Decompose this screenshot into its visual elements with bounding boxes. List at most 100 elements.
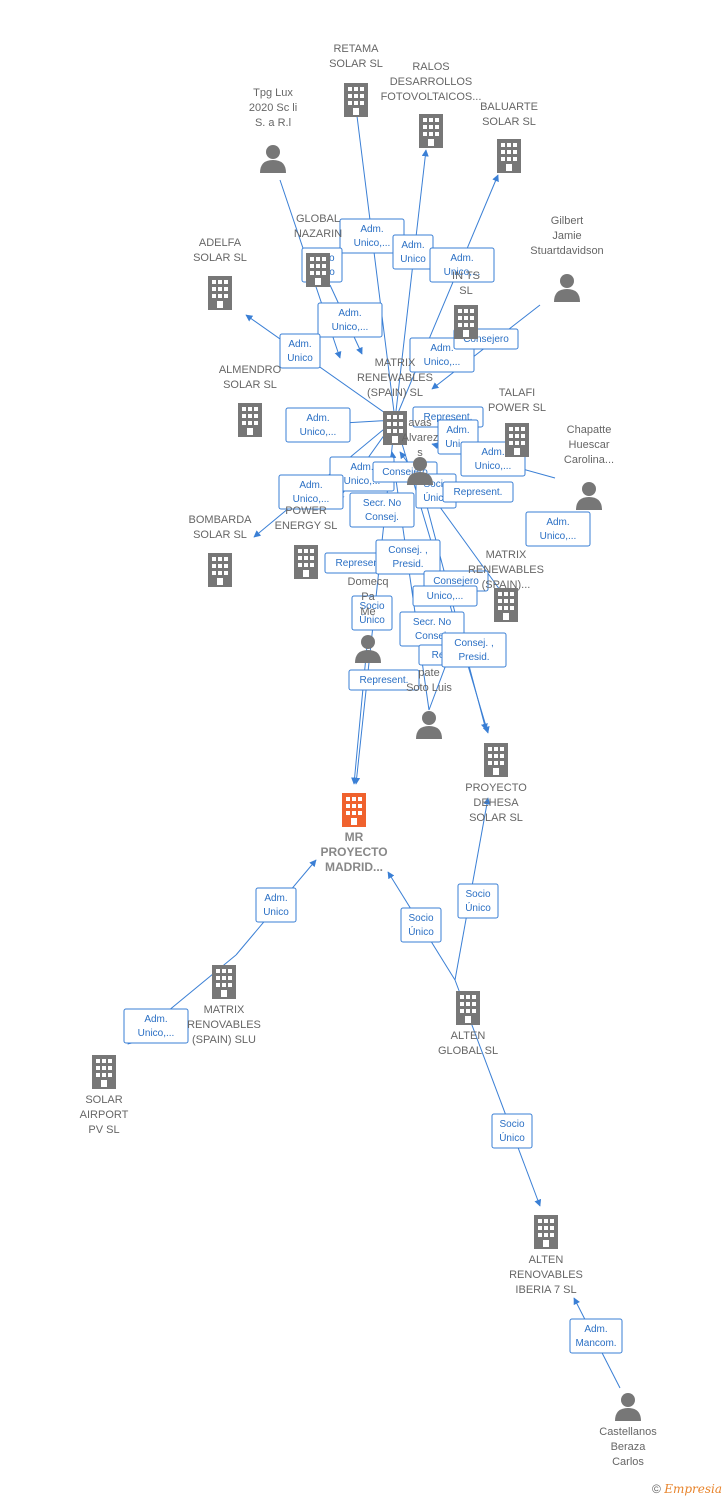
edge-label-text: Re: [432, 650, 445, 661]
node-label: POWER SL: [488, 402, 546, 414]
building-icon: [494, 588, 518, 622]
node-matrix-spain2[interactable]: MATRIXRENEWABLES(SPAIN)...: [468, 549, 544, 622]
edge-label[interactable]: Adm.Unico: [279, 333, 321, 369]
node-chapatte[interactable]: ChapatteHuescarCarolina...: [564, 424, 614, 510]
edge-label[interactable]: Adm.Unico,...: [285, 407, 351, 443]
node-mr-madrid[interactable]: MRPROYECTOMADRID...: [320, 793, 388, 874]
edge-label-text: Adm.: [430, 343, 453, 354]
edge-label-box: [255, 887, 297, 923]
edge-label-text: Unico,...: [354, 238, 391, 249]
building-icon: [484, 743, 508, 777]
node-label: MATRIX: [375, 357, 416, 369]
edge-label[interactable]: Adm.Unico: [255, 887, 297, 923]
person-icon: [416, 711, 442, 739]
building-icon: [454, 305, 478, 339]
edge-label[interactable]: Adm.Unico: [392, 234, 434, 270]
edge-label-text: Único: [465, 901, 491, 914]
node-ralos[interactable]: RALOSDESARROLLOSFOTOVOLTAICOS...: [381, 61, 482, 148]
building-icon: [342, 793, 366, 827]
edge-label[interactable]: Adm.Unico,...: [525, 511, 591, 547]
node-label: pate: [418, 667, 439, 679]
edge-label[interactable]: Adm.Unico,...: [278, 474, 344, 510]
edge-label-text: Adm.: [450, 253, 473, 264]
building-icon: [212, 965, 236, 999]
edge-label[interactable]: Adm.Unico,...: [429, 247, 495, 283]
edge-label-text: Consej. ,: [454, 638, 493, 649]
node-label: SOLAR SL: [223, 379, 277, 391]
node-label: ENERGY SL: [275, 520, 338, 532]
building-icon: [344, 83, 368, 117]
node-label: Castellanos: [599, 1426, 657, 1438]
building-icon: [208, 553, 232, 587]
node-label: Carolina...: [564, 454, 614, 466]
edge-label[interactable]: Consej. ,Presid.: [441, 632, 507, 668]
edge-label-box: [278, 474, 344, 510]
building-icon: [306, 253, 330, 287]
edge-label-text: Consej.: [365, 512, 399, 523]
edge-label[interactable]: Unico,...: [412, 585, 478, 607]
node-label: GLOBAL: [296, 213, 340, 225]
node-label: PROYECTO: [465, 782, 527, 794]
node-label: DESARROLLOS: [390, 76, 473, 88]
edge-label-text: Adm.: [264, 893, 287, 904]
building-icon: [208, 276, 232, 310]
edge-label-text: Unico,...: [138, 1028, 175, 1039]
building-icon: [505, 423, 529, 457]
edge-label-text: Adm.: [288, 339, 311, 350]
node-label: SOLAR: [85, 1094, 122, 1106]
node-label: Chapatte: [567, 424, 612, 436]
edge-label-box: [375, 539, 441, 575]
node-label: MADRID...: [325, 860, 383, 874]
edge-label-box: [123, 1008, 189, 1044]
edge-label-text: Adm.: [306, 413, 329, 424]
node-label: SOLAR SL: [329, 58, 383, 70]
edge-label-text: Adm.: [584, 1324, 607, 1335]
node-label: Carlos: [612, 1456, 644, 1468]
edge-label[interactable]: Adm.Unico,...: [123, 1008, 189, 1044]
edge-label[interactable]: Represent.: [348, 669, 420, 691]
edge-label[interactable]: Adm.Mancom.: [569, 1318, 623, 1354]
node-label: Tpg Lux: [253, 87, 293, 99]
node-label: (SPAIN) SLU: [192, 1034, 256, 1046]
edge-label-box: [348, 669, 420, 691]
node-label: SOLAR SL: [193, 252, 247, 264]
edge-label[interactable]: Represent.: [442, 481, 514, 503]
edge-label-text: Único: [408, 925, 434, 938]
edge-label-text: Unico,...: [344, 476, 381, 487]
node-label: Domecq: [348, 576, 389, 588]
person-icon: [355, 635, 381, 663]
edge-label[interactable]: Adm.Unico,...: [317, 302, 383, 338]
node-label: Beraza: [611, 1441, 647, 1453]
edge-label[interactable]: Consej. ,Presid.: [375, 539, 441, 575]
edge-label-box: [400, 907, 442, 943]
edge-label-text: Presid.: [392, 559, 423, 570]
node-label: SL: [459, 285, 472, 297]
edge-label-text: Represent.: [336, 558, 385, 569]
